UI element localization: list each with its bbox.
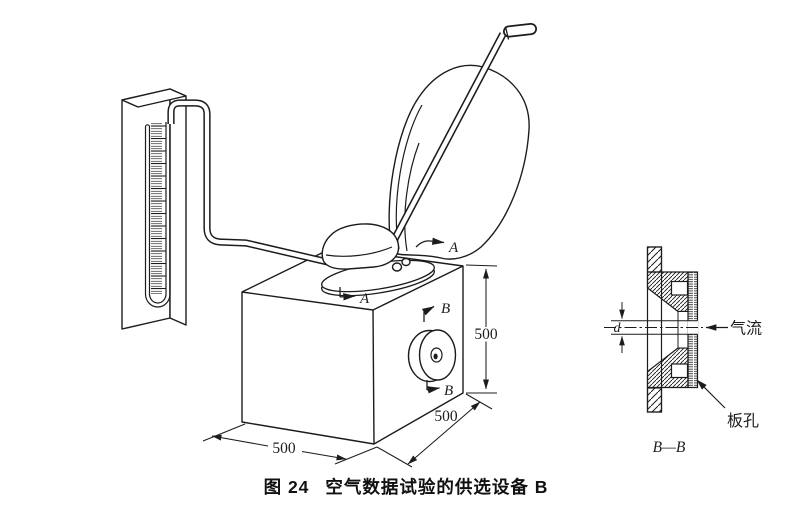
head-wheel: [391, 262, 403, 272]
dim-width-value: 500: [272, 440, 296, 457]
figure-caption: 图 24 空气数据试验的供选设备 B: [0, 474, 812, 499]
section-marker-b-upper: B: [421, 301, 450, 322]
section-markers: A A B B: [339, 237, 459, 399]
orifice-plate-section: [687, 271, 699, 389]
dim-height-value: 500: [474, 326, 498, 343]
head-wheel: [401, 257, 411, 267]
plate-hole-callout: 板孔: [696, 379, 759, 430]
nozzle-head: [321, 223, 411, 272]
orifice-disc: [407, 329, 457, 383]
dimension-height: 500: [465, 264, 500, 394]
section-label-b-upper: B: [441, 301, 450, 317]
manometer-scale: [151, 123, 166, 294]
test-box: [241, 247, 464, 445]
section-view-bb: d 气流 板孔 B—B: [604, 246, 762, 456]
dimension-depth: 500: [376, 393, 493, 468]
connecting-tube: [167, 99, 333, 267]
section-marker-a-upper: A: [415, 237, 459, 256]
orifice-flange-section: [646, 271, 689, 389]
section-label-a-lower: A: [359, 291, 370, 307]
airflow-label: 气流: [730, 320, 762, 338]
dimension-width: 500: [202, 423, 378, 465]
airflow-callout: 气流: [705, 320, 762, 338]
wand-tube: [387, 23, 537, 248]
section-label-b-lower: B: [444, 383, 453, 399]
dimensions: 500 500 500: [202, 264, 500, 468]
figure-number: 图 24: [263, 477, 310, 497]
dimension-orifice-d: d: [610, 302, 698, 353]
figure-title: 空气数据试验的供选设备 B: [325, 477, 549, 497]
section-marker-b-lower: B: [426, 380, 453, 399]
plate-hole-label: 板孔: [727, 412, 759, 430]
section-view-label: B—B: [653, 439, 686, 456]
u-tube: [144, 122, 171, 308]
section-label-a-upper: A: [448, 240, 459, 256]
dust-bag: [388, 64, 530, 260]
dim-depth-value: 500: [434, 408, 458, 425]
section-marker-a-lower: A: [339, 287, 370, 307]
dim-d-label: d: [614, 321, 622, 336]
vacuum-cleaner: [321, 23, 537, 297]
manometer: [121, 88, 187, 330]
